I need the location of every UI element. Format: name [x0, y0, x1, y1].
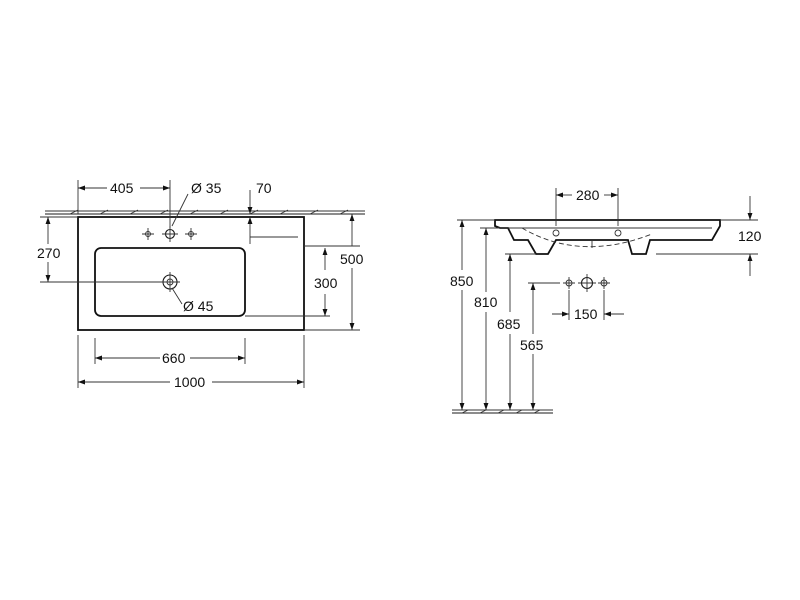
- dim-tap-hole-diameter: Ø 35: [171, 180, 222, 227]
- dim-280-label: 280: [576, 187, 600, 203]
- dim-supply-spacing: 150: [552, 290, 624, 322]
- dim-1000-label: 1000: [174, 374, 205, 390]
- dim-120-label: 120: [738, 228, 762, 244]
- supply-left-icon: [563, 277, 575, 289]
- dim-850-label: 850: [450, 273, 474, 289]
- dim-565-label: 565: [520, 337, 544, 353]
- tap-hole-right-icon: [185, 228, 197, 240]
- wall-line: [45, 209, 365, 215]
- dim-d35-label: Ø 35: [191, 180, 222, 196]
- dim-front-offset: 270: [37, 216, 100, 283]
- tap-hole-left-icon: [142, 228, 154, 240]
- dim-660-label: 660: [162, 350, 186, 366]
- counter-outline: [77, 216, 305, 331]
- dim-d45-label: Ø 45: [183, 298, 214, 314]
- dim-drain-height: 685: [497, 253, 536, 410]
- side-view: 280 120 850 810 685: [450, 187, 762, 414]
- dim-faucet-offset: 405: [77, 180, 171, 228]
- tap-holes: [142, 226, 197, 242]
- floor-line: [452, 409, 553, 414]
- dim-270-label: 270: [37, 245, 61, 261]
- dim-810-label: 810: [474, 294, 498, 310]
- side-tap-hole-left-icon: [552, 229, 560, 237]
- dim-faucet-spacing: 280: [555, 187, 619, 226]
- dim-total-width: 1000: [77, 335, 305, 390]
- dim-405-label: 405: [110, 180, 134, 196]
- dim-top-height: 850: [450, 219, 495, 410]
- dim-drain-diameter: Ø 45: [171, 287, 214, 314]
- tap-hole-center-icon: [162, 226, 178, 242]
- top-view: 405 Ø 35 70 270 500: [37, 180, 365, 390]
- supply-connections: [563, 274, 610, 292]
- supply-drain-icon: [578, 274, 596, 292]
- dim-bowl-depth: 300: [245, 248, 338, 317]
- dim-backsplash: 70: [247, 180, 298, 244]
- counter-profile: [494, 219, 721, 255]
- dim-150-label: 150: [574, 306, 598, 322]
- side-tap-hole-right-icon: [614, 229, 622, 237]
- dim-total-depth: 500: [304, 214, 364, 331]
- dim-basin-height: 120: [656, 196, 762, 276]
- drain-icon: [100, 272, 180, 292]
- supply-right-icon: [598, 277, 610, 289]
- dim-685-label: 685: [497, 316, 521, 332]
- dim-70-label: 70: [256, 180, 272, 196]
- dim-300-label: 300: [314, 275, 338, 291]
- dim-underside-height: 810: [474, 227, 508, 410]
- dim-500-label: 500: [340, 251, 364, 267]
- dim-supply-height: 565: [520, 282, 560, 410]
- dim-bowl-width: 660: [94, 338, 246, 366]
